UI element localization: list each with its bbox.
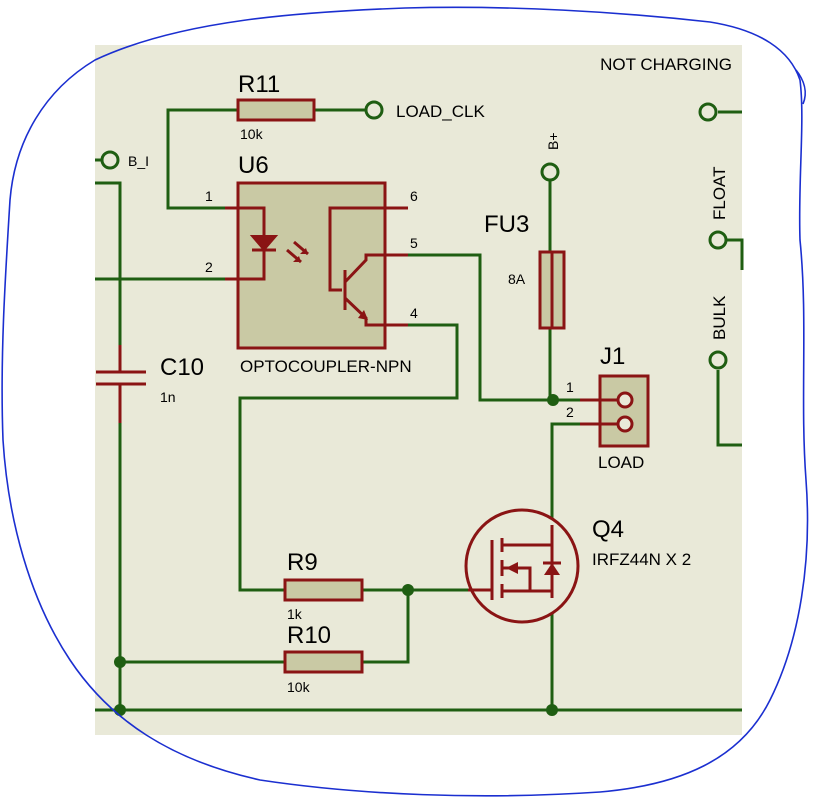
svg-text:FLOAT: FLOAT [710, 166, 729, 220]
svg-text:1: 1 [566, 379, 574, 395]
fuse-fu3[interactable]: FU3 8A [484, 211, 566, 330]
svg-text:IRFZ44N X 2: IRFZ44N X 2 [592, 550, 691, 569]
terminal-bulk[interactable]: BULK [708, 295, 729, 370]
capacitor-c10[interactable]: C10 1n [96, 345, 204, 423]
svg-text:6: 6 [410, 188, 418, 204]
svg-text:C10: C10 [160, 354, 204, 381]
svg-text:BULK: BULK [710, 295, 729, 340]
svg-text:B_I: B_I [128, 153, 149, 169]
svg-text:LOAD: LOAD [598, 453, 644, 472]
terminal-top-right[interactable] [698, 102, 718, 122]
terminal-b-i[interactable]: B_I [100, 150, 149, 170]
svg-text:U6: U6 [238, 152, 269, 179]
svg-text:2: 2 [205, 259, 213, 275]
terminal-b-plus[interactable]: B+ [540, 132, 561, 182]
svg-text:4: 4 [410, 305, 418, 321]
svg-text:1: 1 [205, 188, 213, 204]
svg-text:LOAD_CLK: LOAD_CLK [396, 102, 485, 121]
status-text: NOT CHARGING [600, 55, 732, 74]
svg-text:10k: 10k [240, 126, 264, 142]
svg-text:J1: J1 [600, 343, 625, 370]
terminal-load-clk[interactable]: LOAD_CLK [364, 100, 485, 121]
svg-text:5: 5 [410, 235, 418, 251]
junctions [114, 394, 559, 716]
resistor-r9[interactable]: R9 1k [283, 549, 364, 622]
svg-text:R9: R9 [287, 549, 318, 576]
wires [95, 108, 744, 712]
annotation-loop [1, 6, 809, 797]
svg-text:1k: 1k [287, 606, 303, 622]
svg-text:8A: 8A [508, 271, 526, 287]
svg-text:R10: R10 [287, 622, 331, 649]
svg-text:2: 2 [566, 404, 574, 420]
svg-text:FU3: FU3 [484, 211, 529, 238]
svg-text:R11: R11 [238, 71, 280, 98]
svg-text:B+: B+ [545, 132, 561, 150]
svg-text:10k: 10k [287, 679, 311, 695]
svg-text:OPTOCOUPLER-NPN: OPTOCOUPLER-NPN [240, 357, 412, 376]
connector-j1[interactable]: J1 1 2 LOAD [566, 343, 650, 472]
resistor-r10[interactable]: R10 10k [283, 622, 364, 695]
resistor-r11[interactable]: R11 10k [236, 71, 316, 142]
terminal-float[interactable]: FLOAT [708, 166, 729, 250]
annotation-tick [795, 69, 806, 105]
svg-text:Q4: Q4 [592, 516, 624, 543]
optocoupler-u6[interactable]: U6 1 2 6 5 4 OPTOCOUPLER-NPN [205, 152, 418, 376]
svg-text:1n: 1n [160, 389, 176, 405]
mosfet-q4[interactable]: Q4 IRFZ44N X 2 [464, 508, 691, 624]
